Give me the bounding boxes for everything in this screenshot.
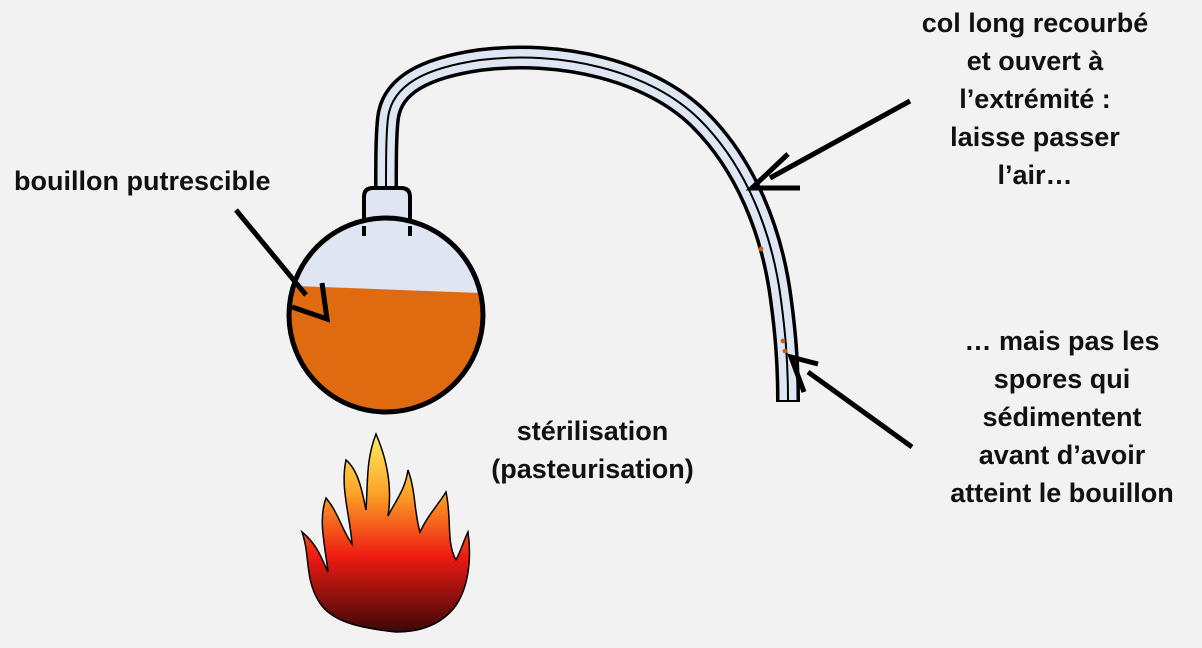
label-sterilization: stérilisation (pasteurisation) bbox=[460, 412, 725, 488]
label-neck-line: col long recourbé bbox=[921, 8, 1149, 38]
broth-liquid bbox=[289, 285, 483, 412]
label-spores-line: atteint le bouillon bbox=[950, 478, 1174, 508]
label-neck-line: laisse passer bbox=[950, 122, 1120, 152]
label-neck-line: l’air… bbox=[997, 160, 1073, 190]
spore-dot bbox=[780, 338, 786, 344]
arrow-neck bbox=[745, 98, 912, 191]
arrow-broth bbox=[234, 208, 331, 323]
label-spores-line: spores qui bbox=[993, 364, 1131, 394]
label-neck: col long recourbé et ouvert à l’extrémit… bbox=[890, 4, 1180, 194]
label-spores-line: avant d’avoir bbox=[978, 440, 1146, 470]
label-spores-line: sédimentent bbox=[982, 402, 1142, 432]
swan-neck-tube-inner-line bbox=[385, 56, 789, 401]
label-spores: … mais pas les spores qui sédimentent av… bbox=[912, 322, 1202, 512]
flame-icon bbox=[300, 432, 471, 633]
label-sterilization-line: stérilisation bbox=[516, 416, 669, 446]
arrow-spores bbox=[786, 353, 914, 450]
flask-bulb bbox=[286, 215, 486, 415]
spore-dot bbox=[758, 246, 764, 252]
spore-dot bbox=[782, 348, 788, 354]
label-spores-line: … mais pas les bbox=[964, 326, 1160, 356]
label-sterilization-line: (pasteurisation) bbox=[491, 454, 694, 484]
label-neck-line: et ouvert à bbox=[966, 46, 1104, 76]
label-broth: bouillon putrescible bbox=[14, 166, 271, 196]
label-neck-line: l’extrémité : bbox=[959, 84, 1111, 114]
